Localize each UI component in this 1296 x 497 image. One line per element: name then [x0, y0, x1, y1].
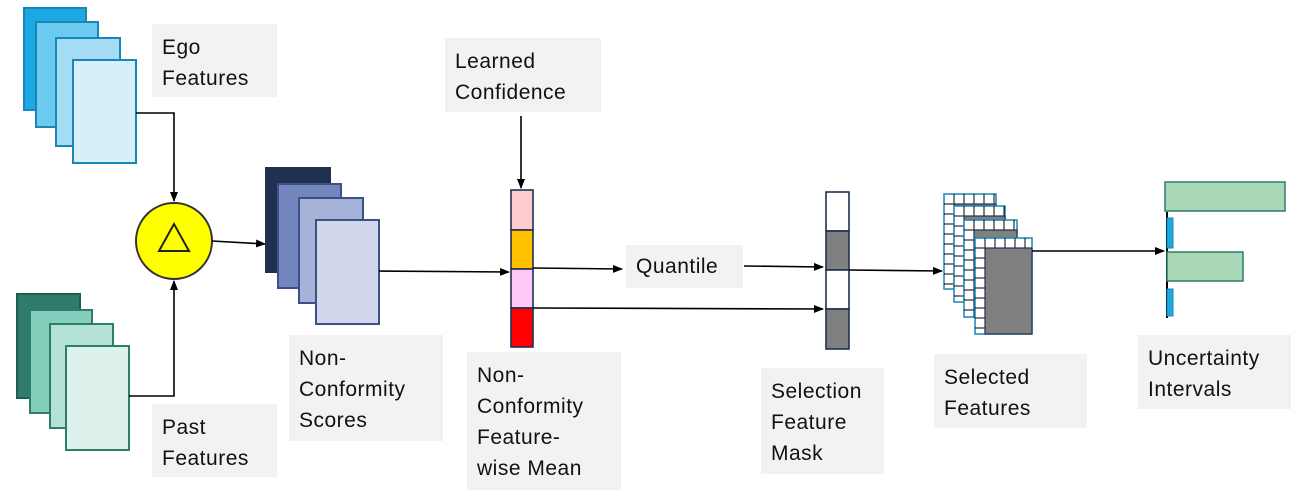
mask-cell-2 [825, 230, 850, 271]
ego-feature-stack [23, 7, 137, 164]
mean-to-quantile-arrow [532, 264, 623, 273]
selected-feature-stack [943, 193, 1033, 335]
operator-to-scores-arrow [211, 239, 266, 248]
interval-bar-2 [1166, 251, 1244, 282]
mean-cell-1 [510, 189, 534, 231]
mean-cell-4 [510, 307, 534, 348]
scores-label-line-1: Non- [299, 347, 347, 370]
scores-label-line-2: Conformity [299, 378, 406, 401]
mean-cell-2 [510, 229, 534, 270]
mean-cell-3 [510, 268, 534, 309]
ego-label-line-1: Ego [162, 36, 201, 59]
quantile-text: Quantile [636, 255, 719, 278]
mean-label-line-1: Non- [477, 364, 525, 387]
feature-mean-label: Non- Conformity Feature- wise Mean [467, 352, 621, 490]
quantile-to-mask-arrow [743, 262, 824, 271]
learned-label-line-2: Confidence [455, 81, 567, 104]
scores-label-line-3: Scores [299, 409, 368, 432]
selected-features-label: Selected Features [934, 354, 1087, 428]
selected-block-4 [984, 247, 1033, 335]
score-layer-4 [315, 219, 380, 325]
ego-layer-4 [72, 59, 137, 164]
ego-label-line-2: Features [162, 67, 249, 90]
interval-tick-2 [1166, 288, 1174, 317]
selected-label-line-1: Selected [944, 366, 1030, 389]
mask-cell-4 [825, 308, 850, 350]
selected-label-line-2: Features [944, 397, 1031, 420]
ego-to-operator-arrow [136, 112, 178, 202]
ego-features-label: Ego Features [152, 24, 277, 97]
mask-label-line-2: Feature [771, 411, 847, 434]
mask-cell-3 [825, 269, 850, 310]
mask-to-selected-arrow [848, 266, 943, 275]
mean-label-line-4: wise Mean [477, 457, 582, 480]
mean-label-line-2: Conformity [477, 395, 584, 418]
past-label-line-2: Features [162, 447, 249, 470]
difference-operator [135, 202, 213, 280]
feature-mean-vector [510, 189, 534, 348]
uncertainty-interval-plot [1164, 181, 1286, 318]
past-label-line-1: Past [162, 416, 207, 439]
score-stack [265, 167, 380, 325]
interval-tick-1 [1166, 217, 1174, 249]
intervals-label-line-2: Intervals [1148, 378, 1232, 401]
learned-confidence-label: Learned Confidence [445, 38, 601, 112]
intervals-label-line-1: Uncertainty [1148, 347, 1260, 370]
learned-label-line-1: Learned [455, 50, 536, 73]
past-feature-stack [16, 293, 130, 451]
mask-label-line-1: Selection [771, 380, 862, 403]
past-to-operator-arrow [129, 280, 178, 397]
interval-bar-1 [1164, 181, 1286, 212]
past-features-label: Past Features [152, 404, 277, 477]
selection-mask-vector [825, 191, 850, 350]
mean-label-line-3: Feature- [477, 426, 561, 449]
mask-cell-1 [825, 191, 850, 232]
triangle-icon [157, 221, 191, 252]
nonconformity-scores-label: Non- Conformity Scores [289, 335, 443, 441]
selection-mask-label: Selection Feature Mask [761, 368, 884, 474]
mask-label-line-3: Mask [771, 442, 824, 465]
quantile-label: Quantile [626, 245, 743, 288]
mean-to-mask-arrow [532, 304, 824, 313]
uncertainty-intervals-label: Uncertainty Intervals [1138, 335, 1291, 409]
scores-to-mean-arrow [378, 267, 510, 276]
past-layer-4 [65, 345, 130, 451]
